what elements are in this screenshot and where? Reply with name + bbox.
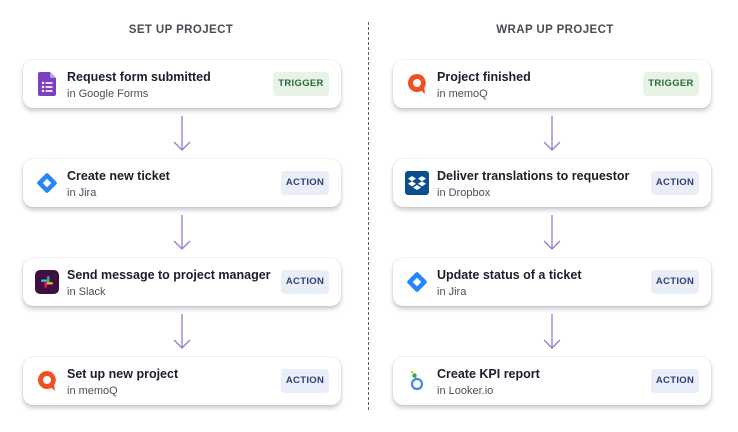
jira-icon (35, 171, 59, 195)
step-app: in Looker.io (437, 385, 494, 397)
step-card[interactable]: Create new ticket in Jira ACTION (23, 159, 341, 207)
step-app: in Dropbox (437, 187, 491, 199)
arrow-down-icon (173, 314, 191, 349)
step-app: in memoQ (437, 88, 488, 100)
step-card[interactable]: Project finished in memoQ TRIGGER (393, 60, 711, 108)
step-app: in Google Forms (67, 88, 149, 100)
memoq-icon (405, 72, 429, 96)
arrow-down-icon (173, 116, 191, 151)
action-badge: ACTION (281, 171, 329, 195)
step-title: Set up new project (67, 367, 179, 381)
action-badge: ACTION (281, 369, 329, 393)
slack-icon (35, 270, 59, 294)
step-app: in Slack (67, 286, 106, 298)
arrow-down-icon (543, 314, 561, 349)
step-app: in Jira (67, 187, 97, 199)
step-card[interactable]: Create KPI report in Looker.io ACTION (393, 357, 711, 405)
step-title: Send message to project manager (67, 268, 271, 282)
step-title: Deliver translations to requestor (437, 169, 630, 183)
action-badge: ACTION (281, 270, 329, 294)
column-divider (368, 22, 369, 410)
step-title: Request form submitted (67, 70, 211, 84)
jira-icon (405, 270, 429, 294)
trigger-badge: TRIGGER (643, 72, 699, 96)
step-card[interactable]: Deliver translations to requestor in Dro… (393, 159, 711, 207)
step-app: in Jira (437, 286, 467, 298)
action-badge: ACTION (651, 369, 699, 393)
action-badge: ACTION (651, 171, 699, 195)
looker-icon (405, 369, 429, 393)
arrow-down-icon (173, 215, 191, 250)
step-title: Create new ticket (67, 169, 170, 183)
step-card[interactable]: Update status of a ticket in Jira ACTION (393, 258, 711, 306)
column-title-wrap-up: WRAP UP PROJECT (496, 24, 614, 36)
step-card[interactable]: Request form submitted in Google Forms T… (23, 60, 341, 108)
arrow-down-icon (543, 116, 561, 151)
action-badge: ACTION (651, 270, 699, 294)
google-forms-icon (35, 72, 59, 96)
step-title: Update status of a ticket (437, 268, 582, 282)
arrow-down-icon (543, 215, 561, 250)
step-card[interactable]: Set up new project in memoQ ACTION (23, 357, 341, 405)
step-card[interactable]: Send message to project manager in Slack… (23, 258, 341, 306)
memoq-icon (35, 369, 59, 393)
step-app: in memoQ (67, 385, 118, 397)
dropbox-icon (405, 171, 429, 195)
step-title: Create KPI report (437, 367, 540, 381)
column-title-set-up: SET UP PROJECT (128, 24, 234, 36)
step-title: Project finished (437, 70, 531, 84)
trigger-badge: TRIGGER (273, 72, 329, 96)
